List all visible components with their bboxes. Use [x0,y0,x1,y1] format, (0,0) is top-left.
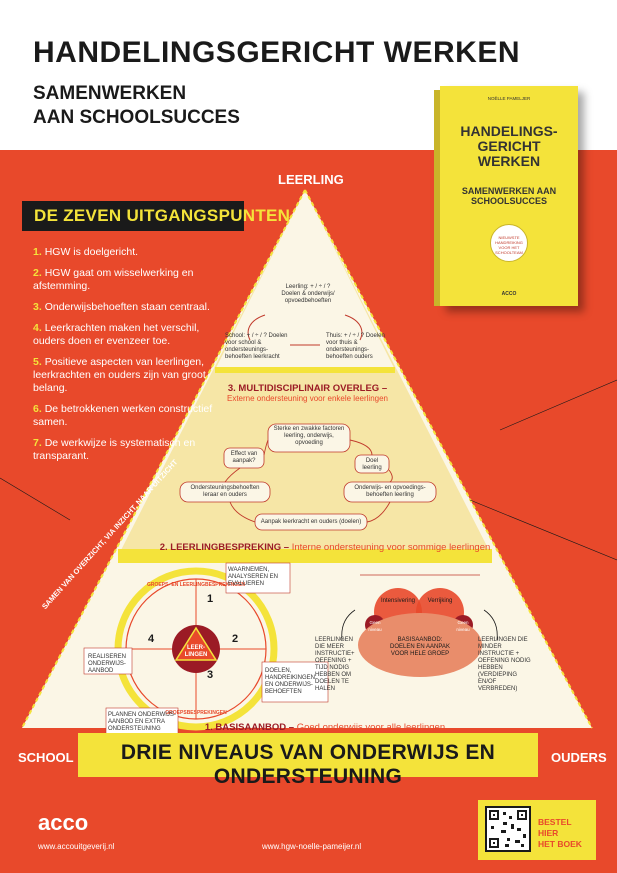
page-subtitle: SAMENWERKEN AAN SCHOOLSUCCES [33,82,333,130]
item-number: 2. [33,267,42,279]
level3-left-node: School: + / ÷ / ? Doelen voor school & o… [225,333,288,360]
book-sub-line-2: SCHOOLSUCCES [470,196,547,206]
principles-heading: DE ZEVEN UITGANGSPUNTEN [34,206,291,225]
venn-small-right-label: Geen niveau [456,620,470,632]
qr-code-icon[interactable] [485,806,531,852]
list-item: 2. HGW gaat om wisselwerking en afstemmi… [33,267,233,293]
level2-node-6: Effect van aanpak? [230,451,258,464]
book-subtitle: SAMENWERKEN AAN SCHOOLSUCCES [440,186,578,206]
wheel-quadrant-3: 3 [206,669,214,681]
book-spine [434,90,440,306]
wheel-top-label: GROEPS- EN LEERLINGBESPREKINGEN [146,582,246,588]
item-text: Onderwijsbehoeften staan centraal. [44,301,210,313]
qr-pattern [489,810,527,848]
badge-line-3: VOOR HET [498,245,520,250]
item-text: De betrokkenen werken constructief samen… [33,403,213,428]
level2-node-2: Doel leerling [362,458,382,471]
level2-title-sub: Interne ondersteuning voor sommige leerl… [291,542,491,553]
badge-line-1: NIEUWSTE [498,235,520,240]
level3-top-node: Leerling: + / ÷ / ? Doelen & onderwijs/ … [281,284,335,304]
ouders-label: OUDERS [551,750,607,765]
venn-right-label: Verrijking [427,598,453,604]
box-right-label: DOELEN, HANDREIKINGEN, EN ONDERWIJS- BEH… [265,668,317,695]
order-book-link[interactable]: BESTEL HIER HET BOEK [538,817,594,850]
item-text: Positieve aspecten van leerlingen, leerk… [33,356,206,394]
box-bottom-label: PLANNEN ONDERWIJS- AANBOD EN EXTRA ONDER… [108,712,176,732]
list-item: 6. De betrokkenen werken constructief sa… [33,403,233,429]
subtitle-line-1: SAMENWERKEN [33,83,187,104]
level3-title-sub: Externe ondersteuning voor enkele leerli… [227,394,388,403]
item-number: 3. [33,301,42,313]
list-item: 3. Onderwijsbehoeften staan centraal. [33,301,233,314]
list-item: 1. HGW is doelgericht. [33,246,233,259]
level3-title: 3. MULTIDISCIPLINAIR OVERLEG – Externe o… [170,383,445,403]
book-title-line-2: GERICHT [477,138,541,154]
level2-node-5: Ondersteuningsbehoeften leraar en ouders [190,485,260,498]
item-number: 7. [33,437,42,449]
level1-right-text: LEERLINGEN DIE MINDER INSTRUCTIE + OEFEN… [478,637,531,692]
level3-right-node: Thuis: + / ÷ / ? Doelen voor thuis & ond… [326,333,385,360]
level2-node-3: Onderwijs- en opvoedings- behoeften leer… [354,485,426,498]
banner-text: DRIE NIVEAUS VAN ONDERWIJS EN ONDERSTEUN… [120,741,496,788]
box-left-label: REALISEREN ONDERWIJS- AANBOD [88,654,127,674]
book-title-line-3: WERKEN [477,153,541,169]
item-text: HGW gaat om wisselwerking en afstemming. [33,267,194,292]
wheel-bottom-label: GROEPSBESPREKINGEN [165,710,227,716]
level3-title-main: 3. MULTIDISCIPLINAIR OVERLEG – [227,383,388,394]
list-item: 5. Positieve aspecten van leerlingen, le… [33,356,233,395]
book-author: NOËLLE PAMELJER [487,96,531,101]
book-title-line-1: HANDELINGS- [460,123,558,139]
venn-small-left-label: Geen niveau [368,620,382,632]
level2-node-1: Sterke en zwakke factoren leerling, onde… [273,426,345,446]
item-number: 1. [33,246,42,258]
box-top-label: WAARNEMEN, ANALYSEREN EN EVALUEREN [228,567,278,587]
page-title: HANDELINGSGERICHT WERKEN [33,36,521,69]
wheel-quadrant-2: 2 [231,633,239,645]
venn-left-label: Intensivering [380,598,416,604]
bottom-banner [78,733,538,777]
level1-left-text: LEERLINGEN DIE MEER INSTRUCTIE+ OEFENING… [315,637,355,692]
order-line-1: BESTEL HIER [538,817,572,838]
item-number: 4. [33,322,42,334]
book-title: HANDELINGS- GERICHT WERKEN [440,124,578,169]
principles-list: 1. HGW is doelgericht. 2. HGW gaat om wi… [33,246,233,471]
level1-title: 1. BASISAANBOD – Goed onderwijs voor all… [175,722,475,733]
item-text: De werkwijze is systematisch en transpar… [33,437,196,462]
acco-logo: acco [38,810,89,835]
book-sub-line-1: SAMENWERKEN AAN [461,186,557,196]
item-number: 5. [33,356,42,368]
wheel-quadrant-4: 4 [147,633,155,645]
book-cover[interactable]: NOËLLE PAMELJER HANDELINGS- GERICHT WERK… [434,86,578,306]
book-publisher: ACCO [501,291,517,297]
level2-node-4: Aanpak leerkracht en ouders (doelen) [260,519,362,525]
badge-line-2: HANDREIKING [495,240,523,245]
item-text: HGW is doelgericht. [44,246,139,258]
level2-title: 2. LEERLINGBESPREKING – Interne onderste… [140,542,510,553]
footer-url-left[interactable]: www.accouitgeverij.nl [38,842,115,851]
pyramid-apex-label: LEERLING [278,172,344,187]
level2-title-main: 2. LEERLINGBESPREKING – [159,542,290,553]
book-badge: NIEUWSTE HANDREIKING VOOR HET SCHOOLTEAM [490,224,528,262]
wheel-center-label: LEER- LINGEN [184,645,208,658]
subtitle-line-2: AAN SCHOOLSUCCES [33,107,240,128]
wheel-quadrant-1: 1 [206,593,214,605]
principles-heading-box [22,201,244,231]
level1-title-main: 1. BASISAANBOD – [204,722,295,733]
list-item: 4. Leerkrachten maken het verschil, oude… [33,322,233,348]
footer-url-center[interactable]: www.hgw-noelle-pameijer.nl [262,842,362,851]
item-number: 6. [33,403,42,415]
level1-title-sub: Goed onderwijs voor alle leerlingen [296,722,446,733]
badge-line-4: SCHOOLTEAM [495,250,523,255]
list-item: 7. De werkwijze is systematisch en trans… [33,437,233,463]
school-label: SCHOOL [18,750,74,765]
order-line-2: HET BOEK [538,839,582,849]
venn-center-label: BASISAANBOD: DOELEN EN AANPAK VOOR HELE … [390,637,450,657]
item-text: Leerkrachten maken het verschil, ouders … [33,322,200,347]
